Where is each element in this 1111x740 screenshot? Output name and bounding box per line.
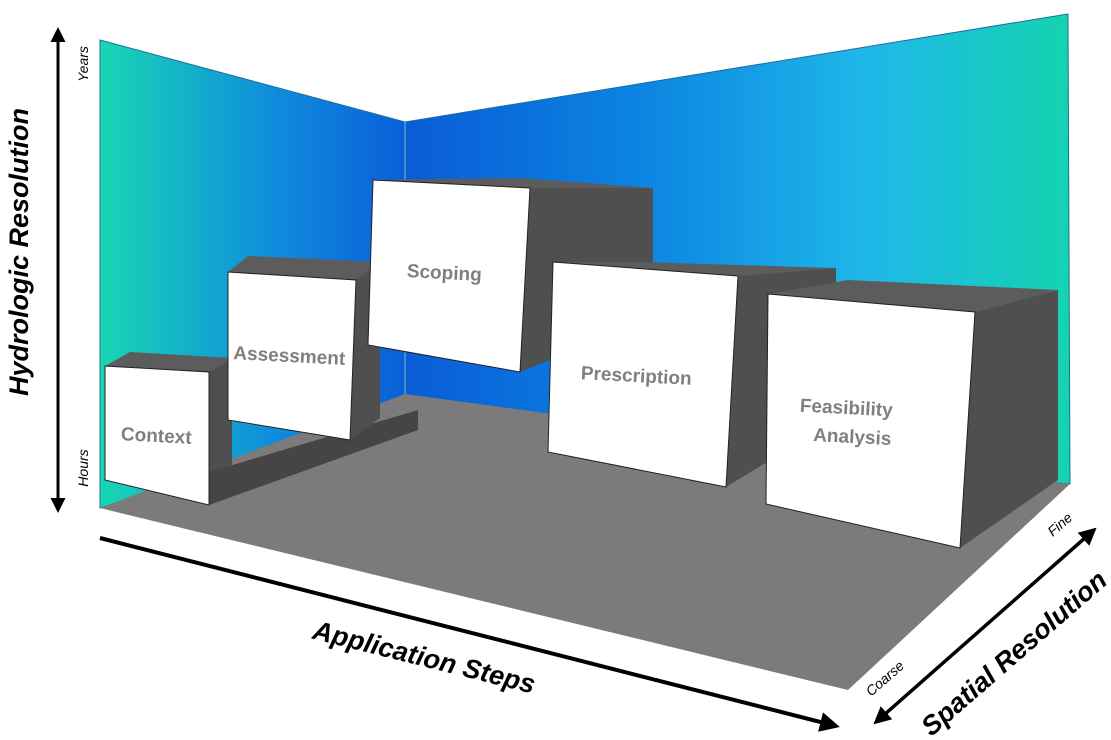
application-steps-axis-label: Application Steps xyxy=(309,615,538,700)
box-front-face xyxy=(367,179,531,373)
box-top-face xyxy=(105,352,232,372)
step-box-context: Context xyxy=(104,352,418,506)
step-label-analysis: Analysis xyxy=(813,425,892,450)
hydrologic-low-label: Hours xyxy=(75,449,91,486)
box-shadow-face xyxy=(209,410,418,505)
box-top-face xyxy=(373,178,653,188)
step-label-scoping: Scoping xyxy=(406,261,482,286)
box-front-face xyxy=(547,261,739,488)
hydrologic-high-label: Years xyxy=(75,46,91,82)
application-steps-axis-arrow xyxy=(99,536,840,732)
box-front-face xyxy=(227,271,357,441)
step-box-assessment: Assessment xyxy=(227,256,380,441)
box-top-face xyxy=(553,262,836,276)
box-top-face xyxy=(768,280,1058,312)
box-side-face xyxy=(960,290,1058,548)
box-front-face xyxy=(104,365,210,506)
spatial-high-label: Fine xyxy=(1044,509,1075,539)
step-label-feasibility: Feasibility xyxy=(799,396,893,422)
step-label-context: Context xyxy=(120,424,192,449)
hydrologic-axis-label: Hydrologic Resolution xyxy=(4,108,34,396)
step-box-feasibility-analysis: Feasibility Analysis xyxy=(765,280,1058,549)
spatial-axis-arrow xyxy=(873,527,1097,725)
box-front-face xyxy=(765,293,976,549)
